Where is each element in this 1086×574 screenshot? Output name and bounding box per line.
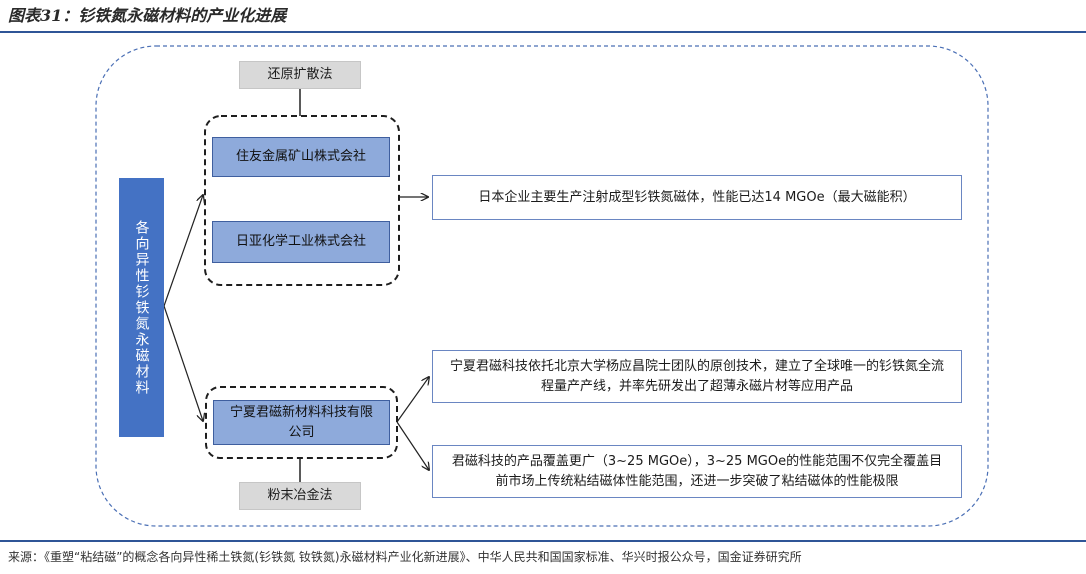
root-arrow-top xyxy=(163,195,203,307)
root-arrow-bottom xyxy=(163,305,203,421)
info-junci-range: 君磁科技的产品覆盖更广（3~25 MGOe），3~25 MGOe的性能范围不仅完… xyxy=(432,445,962,498)
root-material-box: 各向异性钐铁氮永磁材料 xyxy=(119,178,164,437)
bottom-divider xyxy=(0,540,1086,542)
company-nichia: 日亚化学工业株式会社 xyxy=(212,221,390,263)
outer-frame xyxy=(95,45,989,527)
page-title: 图表31：钐铁氮永磁材料的产业化进展 xyxy=(8,6,287,25)
root-material-label: 各向异性钐铁氮永磁材料 xyxy=(133,219,150,396)
company-junci: 宁夏君磁新材料科技有限公司 xyxy=(213,400,390,445)
method-tag-reduction-diffusion: 还原扩散法 xyxy=(239,61,361,89)
info-japan-performance: 日本企业主要生产注射成型钐铁氮磁体，性能已达14 MGOe（最大磁能积） xyxy=(432,175,962,220)
top-divider xyxy=(0,31,1086,33)
source-note: 来源：《重塑“粘结磁”的概念各向异性稀土铁氮(钐铁氮 钕铁氮)永磁材料产业化新进… xyxy=(8,550,802,564)
junci-arrow-top xyxy=(396,377,429,423)
info-junci-technology: 宁夏君磁科技依托北京大学杨应昌院士团队的原创技术，建立了全球唯一的钐铁氮全流程量… xyxy=(432,350,962,403)
bottom-group-frame xyxy=(205,386,398,459)
method-tag-powder-metallurgy: 粉末冶金法 xyxy=(239,482,361,510)
company-sumitomo: 住友金属矿山株式会社 xyxy=(212,137,390,177)
junci-arrow-bottom xyxy=(396,421,429,470)
